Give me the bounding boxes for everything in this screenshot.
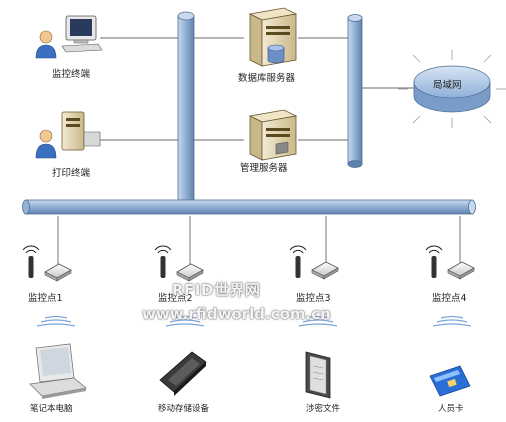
monitor-point-4-devices: [425, 245, 475, 280]
monitor-point-4-label: 监控点4: [432, 293, 467, 304]
connection-lines: [57, 37, 461, 268]
laptop-label: 笔记本电脑: [30, 404, 73, 414]
classified-document-icon: [305, 351, 331, 399]
monitor-point-3-devices: [289, 245, 339, 280]
backbone-bus-vertical-right: [347, 14, 363, 168]
management-server-label: 管理服务器: [240, 163, 288, 174]
staff-card-icon: [429, 365, 471, 397]
monitor-terminal-icon: [35, 15, 103, 59]
database-server-label: 数据库服务器: [238, 73, 296, 84]
watermark-url: www.rfidworld.com.cn: [142, 305, 331, 323]
monitor-point-1-label: 监控点1: [28, 293, 63, 304]
backbone-bus-horizontal: [22, 199, 476, 215]
monitor-point-1-devices: [22, 245, 72, 282]
watermark-title: RFID世界网: [172, 281, 261, 299]
mobile-storage-icon: [159, 351, 207, 396]
monitor-point-2-devices: [154, 245, 204, 282]
lan-node: [398, 50, 506, 128]
monitor-point-3-label: 监控点3: [296, 293, 331, 304]
laptop-icon: [29, 343, 87, 399]
print-terminal-icon: [35, 111, 101, 159]
backbone-bus-vertical-left: [177, 11, 195, 213]
database-server-icon: [248, 7, 298, 67]
management-server-icon: [248, 109, 298, 161]
lan-label: 局域网: [433, 80, 462, 91]
classified-document-label: 涉密文件: [306, 404, 341, 414]
monitor-point-2-label: 监控点2: [158, 293, 193, 304]
staff-card-label: 人员卡: [438, 404, 464, 414]
print-terminal-label: 打印终端: [52, 168, 91, 179]
mobile-storage-label: 移动存储设备: [158, 404, 210, 414]
monitor-terminal-label: 监控终端: [52, 69, 91, 80]
